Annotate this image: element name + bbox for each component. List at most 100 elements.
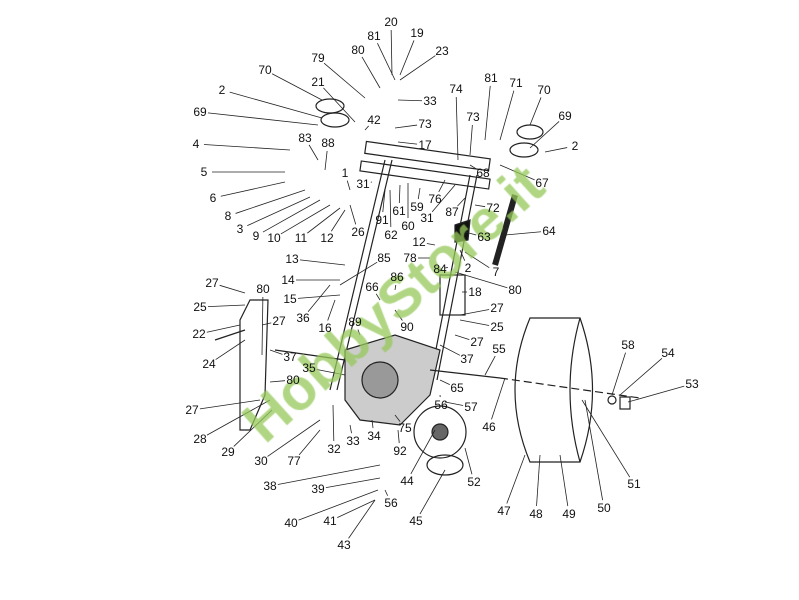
part-number-label: 42 bbox=[367, 113, 381, 127]
part-number-label: 64 bbox=[542, 224, 556, 238]
part-number-label: 2 bbox=[464, 261, 472, 275]
part-number-label: 72 bbox=[486, 201, 500, 215]
part-number-label: 92 bbox=[393, 444, 407, 458]
part-number-label: 11 bbox=[294, 231, 308, 245]
part-number-label: 35 bbox=[302, 361, 316, 375]
part-number-label: 51 bbox=[627, 477, 641, 491]
part-number-label: 2 bbox=[218, 83, 226, 97]
part-number-label: 91 bbox=[375, 213, 389, 227]
part-number-label: 65 bbox=[450, 381, 464, 395]
part-number-label: 3 bbox=[236, 222, 244, 236]
part-number-label: 34 bbox=[367, 429, 381, 443]
part-number-label: 39 bbox=[311, 482, 325, 496]
part-number-label: 22 bbox=[192, 327, 206, 341]
part-number-label: 33 bbox=[346, 434, 360, 448]
part-number-label: 80 bbox=[286, 373, 300, 387]
part-number-label: 27 bbox=[205, 276, 219, 290]
part-number-label: 86 bbox=[390, 270, 404, 284]
part-number-label: 37 bbox=[283, 350, 297, 364]
part-number-label: 77 bbox=[287, 454, 301, 468]
part-number-label: 90 bbox=[400, 320, 414, 334]
part-number-label: 5 bbox=[200, 165, 208, 179]
part-number-label: 54 bbox=[661, 346, 675, 360]
part-number-label: 63 bbox=[477, 230, 491, 244]
part-number-label: 81 bbox=[484, 71, 498, 85]
part-number-label: 75 bbox=[398, 421, 412, 435]
part-number-label: 71 bbox=[509, 76, 523, 90]
part-number-label: 55 bbox=[492, 342, 506, 356]
part-number-label: 87 bbox=[445, 205, 459, 219]
part-number-label: 2 bbox=[571, 139, 579, 153]
part-number-label: 74 bbox=[449, 82, 463, 96]
part-number-label: 9 bbox=[252, 229, 260, 243]
part-number-label: 33 bbox=[423, 94, 437, 108]
part-number-label: 1 bbox=[341, 166, 349, 180]
part-number-label: 85 bbox=[377, 251, 391, 265]
part-number-label: 44 bbox=[400, 474, 414, 488]
part-number-label: 36 bbox=[296, 311, 310, 325]
part-number-label: 27 bbox=[185, 403, 199, 417]
part-number-label: 89 bbox=[348, 315, 362, 329]
part-number-label: 27 bbox=[272, 314, 286, 328]
part-number-label: 8 bbox=[224, 209, 232, 223]
part-number-label: 14 bbox=[281, 273, 295, 287]
part-number-label: 79 bbox=[311, 51, 325, 65]
part-number-label: 61 bbox=[392, 204, 406, 218]
part-number-label: 19 bbox=[410, 26, 424, 40]
part-number-label: 38 bbox=[263, 479, 277, 493]
part-number-label: 81 bbox=[367, 29, 381, 43]
part-number-label: 27 bbox=[470, 335, 484, 349]
part-number-label: 56 bbox=[384, 496, 398, 510]
part-number-label: 73 bbox=[466, 110, 480, 124]
part-number-label: 31 bbox=[420, 211, 434, 225]
part-number-label: 23 bbox=[435, 44, 449, 58]
part-number-label: 49 bbox=[562, 507, 576, 521]
part-number-label: 78 bbox=[403, 251, 417, 265]
part-number-label: 24 bbox=[202, 357, 216, 371]
part-number-label: 59 bbox=[410, 200, 424, 214]
part-number-label: 16 bbox=[318, 321, 332, 335]
part-number-label: 20 bbox=[384, 15, 398, 29]
part-number-label: 76 bbox=[428, 192, 442, 206]
part-number-label: 69 bbox=[558, 109, 572, 123]
part-number-label: 48 bbox=[529, 507, 543, 521]
part-number-label: 13 bbox=[285, 252, 299, 266]
part-number-label: 60 bbox=[401, 219, 415, 233]
part-number-label: 80 bbox=[351, 43, 365, 57]
part-number-label: 4 bbox=[192, 137, 200, 151]
part-number-label: 18 bbox=[468, 285, 482, 299]
part-number-label: 43 bbox=[337, 538, 351, 552]
part-number-label: 62 bbox=[384, 228, 398, 242]
part-number-label: 15 bbox=[283, 292, 297, 306]
part-number-label: 80 bbox=[256, 282, 270, 296]
part-number-label: 56 bbox=[434, 398, 448, 412]
part-number-label: 52 bbox=[467, 475, 481, 489]
part-number-label: 88 bbox=[321, 136, 335, 150]
part-number-label: 80 bbox=[508, 283, 522, 297]
part-number-label: 53 bbox=[685, 377, 699, 391]
part-number-label: 45 bbox=[409, 514, 423, 528]
part-number-label: 7 bbox=[492, 265, 500, 279]
part-number-label: 58 bbox=[621, 338, 635, 352]
part-number-label: 73 bbox=[418, 117, 432, 131]
part-number-label: 40 bbox=[284, 516, 298, 530]
part-number-label: 12 bbox=[320, 231, 334, 245]
part-number-label: 67 bbox=[535, 176, 549, 190]
part-number-label: 27 bbox=[490, 301, 504, 315]
part-number-label: 83 bbox=[298, 131, 312, 145]
part-number-label: 26 bbox=[351, 225, 365, 239]
part-number-label: 12 bbox=[412, 235, 426, 249]
part-number-label: 70 bbox=[258, 63, 272, 77]
part-number-label: 37 bbox=[460, 352, 474, 366]
part-number-label: 46 bbox=[482, 420, 496, 434]
part-number-label: 68 bbox=[476, 166, 490, 180]
part-number-label: 31 bbox=[356, 177, 370, 191]
part-number-label: 84 bbox=[433, 262, 447, 276]
part-number-label: 41 bbox=[323, 514, 337, 528]
part-number-label: 28 bbox=[193, 432, 207, 446]
part-number-label: 21 bbox=[311, 75, 325, 89]
part-number-label: 30 bbox=[254, 454, 268, 468]
part-number-label: 47 bbox=[497, 504, 511, 518]
part-number-label: 25 bbox=[490, 320, 504, 334]
